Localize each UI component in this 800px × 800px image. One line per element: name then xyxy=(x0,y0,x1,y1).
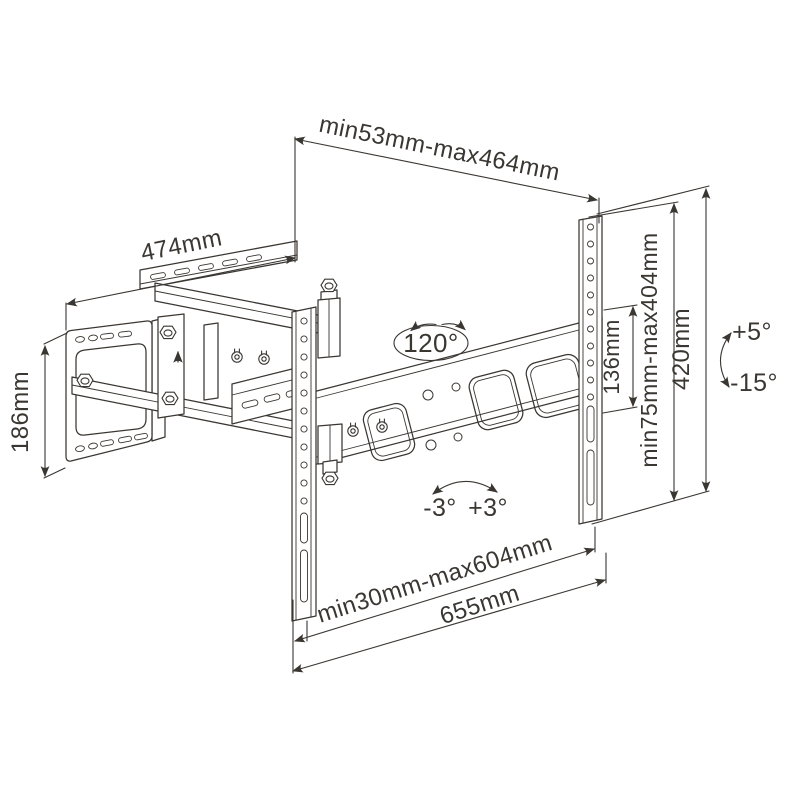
right-rail xyxy=(578,215,603,525)
level-arc xyxy=(432,480,498,495)
tilt-down-label: -15° xyxy=(730,369,778,397)
height-range-label: min75mm-max404mm xyxy=(636,232,662,467)
level-right-label: +3° xyxy=(468,494,508,522)
top-span-label: min53mm-max464mm xyxy=(317,111,563,187)
right-rail-holes xyxy=(586,223,595,506)
hinge-assembly xyxy=(317,278,343,486)
left-rail xyxy=(291,306,317,622)
dim-bottom-width xyxy=(291,578,607,673)
bottom-range-label: min30mm-max604mm xyxy=(314,529,556,628)
plate-height-label: 186mm xyxy=(7,371,34,453)
tilt-arc xyxy=(719,332,732,388)
dim-plate-width xyxy=(65,255,297,307)
rail-height-label: 420mm xyxy=(668,308,695,390)
swivel-label: 120° xyxy=(403,328,458,358)
tilt-up-label: +5° xyxy=(732,318,772,346)
crossbar xyxy=(312,316,603,466)
cable-hooks xyxy=(231,348,270,365)
dimension-lines xyxy=(40,136,732,674)
bracket-artwork xyxy=(65,215,603,622)
hole-span-label: 136mm xyxy=(599,319,624,394)
swivel-indicator xyxy=(393,319,469,362)
dim-top-span xyxy=(293,136,599,203)
level-left-label: -3° xyxy=(423,494,456,522)
